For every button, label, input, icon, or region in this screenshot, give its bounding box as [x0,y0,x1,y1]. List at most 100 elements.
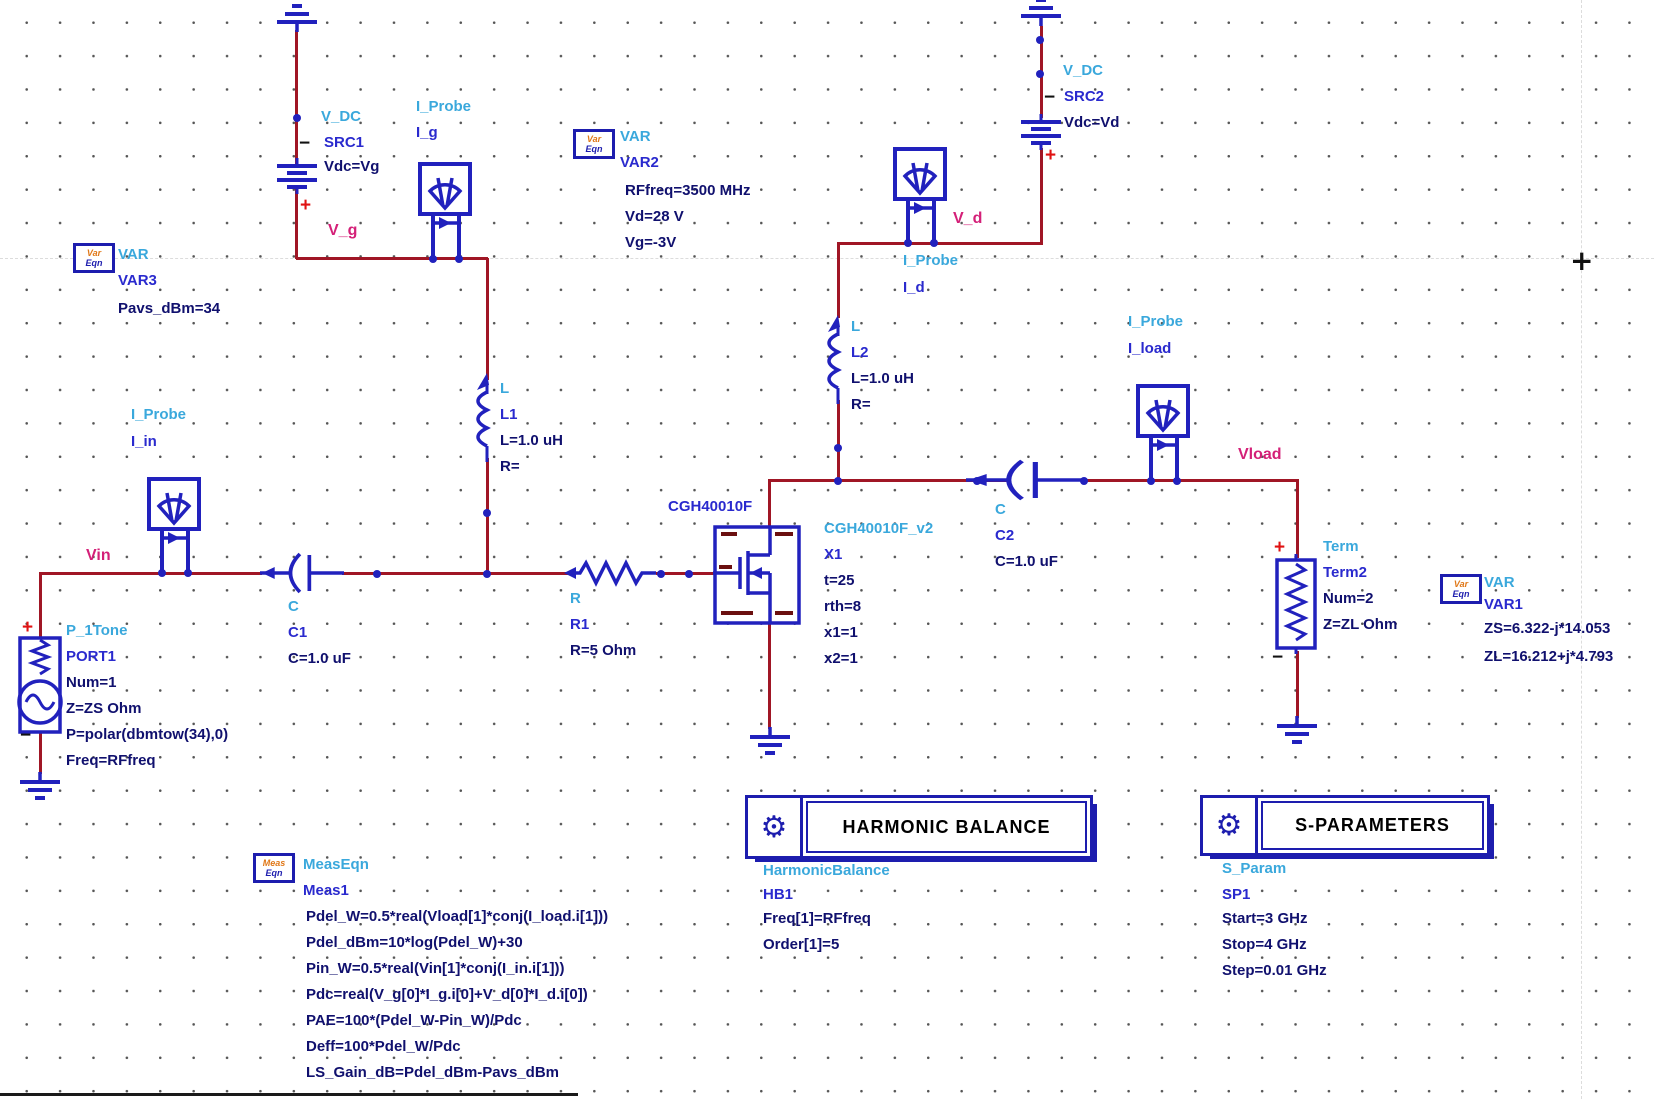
l2-type-label[interactable]: L [851,318,861,335]
hb-param-label[interactable]: Freq[1]=RFfreq [763,910,871,927]
measeqn-name-label[interactable]: Meas1 [303,882,349,899]
term2-param-label[interactable]: Z=ZL Ohm [1323,616,1398,633]
measeqn-equation[interactable]: Pdel_W=0.5*real(Vload[1]*conj(I_load.i[1… [306,908,609,925]
fet-title-label[interactable]: CGH40010F [668,498,753,515]
capacitor-symbol[interactable] [260,551,344,595]
term-symbol[interactable] [1274,554,1320,654]
src2-name-label[interactable]: SRC2 [1064,88,1105,105]
r1-type-label[interactable]: R [570,590,581,607]
ground-symbol[interactable] [748,727,792,757]
wire[interactable] [39,732,42,774]
iprobe-g-name-label[interactable]: I_g [416,124,438,141]
measeqn-equation[interactable]: Pin_W=0.5*real(Vin[1]*conj(I_in.i[1])) [306,960,565,977]
capacitor-symbol[interactable] [966,458,1084,502]
term2-param-label[interactable]: Num=2 [1323,590,1374,607]
var2-name-label[interactable]: VAR2 [620,154,659,171]
l1-type-label[interactable]: L [500,380,510,397]
l2-name-label[interactable]: L2 [851,344,869,361]
wire[interactable] [296,257,488,260]
port1-param-label[interactable]: P=polar(dbmtow(34),0) [66,726,229,743]
sp-name-label[interactable]: SP1 [1222,886,1251,903]
fet-param-label[interactable]: x1=1 [824,624,858,641]
var-eqn-icon[interactable]: Var Eqn [1440,574,1482,604]
port-source-symbol[interactable] [16,634,64,736]
wire[interactable] [837,400,840,482]
var-eqn-icon[interactable]: Var Eqn [73,243,115,273]
var1-type-label[interactable]: VAR [1484,574,1515,591]
wire[interactable] [1040,148,1043,245]
src1-param-label[interactable]: Vdc=Vg [324,158,380,175]
term2-name-label[interactable]: Term2 [1323,564,1367,581]
measeqn-equation[interactable]: Pdel_dBm=10*log(Pdel_W)+30 [306,934,523,951]
sp-type-label[interactable]: S_Param [1222,860,1287,877]
inductor-symbol[interactable] [472,372,500,462]
dc-source-symbol[interactable] [1019,114,1063,150]
c2-type-label[interactable]: C [995,501,1006,518]
measeqn-equation[interactable]: LS_Gain_dB=Pdel_dBm-Pavs_dBm [306,1064,560,1081]
var1-name-label[interactable]: VAR1 [1484,596,1523,613]
measeqn-type-label[interactable]: MeasEqn [303,856,369,873]
measeqn-equation[interactable]: Pdc=real(V_g[0]*I_g.i[0]+V_d[0]*I_d.i[0]… [306,986,588,1003]
current-probe-symbol[interactable] [417,161,473,261]
meas-eqn-icon[interactable]: Meas Eqn [253,853,295,883]
iprobe-load-name-label[interactable]: I_load [1128,340,1172,357]
hb-param-label[interactable]: Order[1]=5 [763,936,840,953]
r1-name-label[interactable]: R1 [570,616,590,633]
net-label-vin[interactable]: Vin [86,547,111,564]
var3-name-label[interactable]: VAR3 [118,272,157,289]
port1-param-label[interactable]: Num=1 [66,674,117,691]
measeqn-equation[interactable]: Deff=100*Pdel_W/Pdc [306,1038,461,1055]
iprobe-in-type-label[interactable]: I_Probe [131,406,187,423]
r1-param-label[interactable]: R=5 Ohm [570,642,637,659]
fet-name-label[interactable]: X1 [824,546,843,563]
fet-param-label[interactable]: rth=8 [824,598,862,615]
dc-source-symbol[interactable] [275,158,319,194]
term2-type-label[interactable]: Term [1323,538,1359,555]
net-label-vload[interactable]: Vload [1238,446,1282,463]
inductor-symbol[interactable] [823,314,851,404]
net-label-vg[interactable]: V_g [328,222,358,239]
wire[interactable] [39,572,42,638]
ground-symbol[interactable] [1019,0,1063,26]
wire[interactable] [295,30,298,164]
sp-param-label[interactable]: Step=0.01 GHz [1222,962,1327,979]
net-label-vd[interactable]: V_d [953,210,983,227]
transistor-symbol[interactable] [713,525,801,625]
src2-param-label[interactable]: Vdc=Vd [1064,114,1120,131]
var3-param-label[interactable]: Pavs_dBm=34 [118,300,221,317]
c1-type-label[interactable]: C [288,598,299,615]
wire[interactable] [837,242,1043,245]
current-probe-symbol[interactable] [1135,383,1191,483]
port1-param-label[interactable]: Freq=RFfreq [66,752,156,769]
iprobe-in-name-label[interactable]: I_in [131,433,157,450]
l2-param-label[interactable]: L=1.0 uH [851,370,914,387]
wire[interactable] [342,572,568,575]
port1-param-label[interactable]: Z=ZS Ohm [66,700,142,717]
wire[interactable] [486,258,489,380]
var1-param-label[interactable]: ZS=6.322-j*14.053 [1484,620,1611,637]
l1-param-label[interactable]: R= [500,458,520,475]
fet-type-label[interactable]: CGH40010F_v2 [824,520,934,537]
iprobe-d-type-label[interactable]: I_Probe [903,252,959,269]
var2-param-label[interactable]: Vg=-3V [625,234,677,251]
src2-type-label[interactable]: V_DC [1063,62,1104,79]
sp-param-label[interactable]: Stop=4 GHz [1222,936,1307,953]
wire[interactable] [837,242,840,318]
wire[interactable] [768,479,771,529]
c1-name-label[interactable]: C1 [288,624,308,641]
ground-symbol[interactable] [275,2,319,32]
src1-type-label[interactable]: V_DC [321,108,362,125]
hb-name-label[interactable]: HB1 [763,886,794,903]
fet-param-label[interactable]: x2=1 [824,650,858,667]
c2-param-label[interactable]: C=1.0 uF [995,553,1058,570]
c2-name-label[interactable]: C2 [995,527,1015,544]
src1-name-label[interactable]: SRC1 [324,134,365,151]
var-eqn-icon[interactable]: Var Eqn [573,129,615,159]
port1-type-label[interactable]: P_1Tone [66,622,128,639]
measeqn-equation[interactable]: PAE=100*(Pdel_W-Pin_W)/Pdc [306,1012,522,1029]
port1-name-label[interactable]: PORT1 [66,648,117,665]
ground-symbol[interactable] [18,772,62,802]
iprobe-d-name-label[interactable]: I_d [903,279,925,296]
var2-type-label[interactable]: VAR [620,128,651,145]
fet-param-label[interactable]: t=25 [824,572,855,589]
